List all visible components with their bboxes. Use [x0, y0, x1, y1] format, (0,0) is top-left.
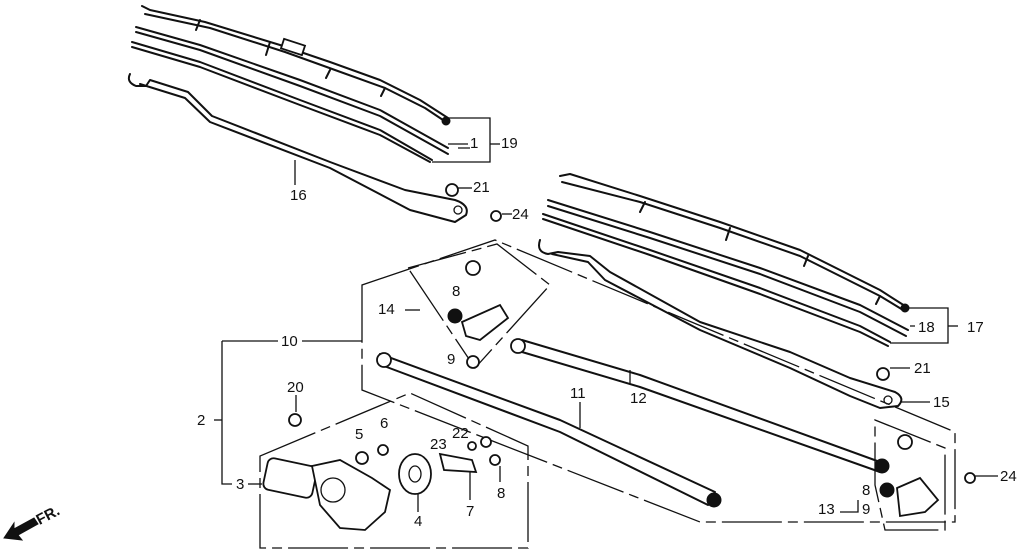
callout-24-right: 24 [1000, 468, 1017, 485]
nut-22 [480, 436, 492, 448]
right-wiper-arm [538, 239, 903, 409]
callout-18: 18 [918, 319, 935, 336]
motor-assembly-outline [259, 392, 529, 549]
left-wiper-arm [127, 73, 468, 223]
nut-9-left [466, 355, 480, 369]
callout-1: 1 [470, 135, 479, 152]
left-wiper-blade [141, 5, 451, 126]
nut-8-motor [489, 454, 501, 466]
link-rod-12 [510, 338, 890, 474]
right-wiper-refill [542, 199, 909, 347]
callout-9-left: 9 [447, 351, 456, 368]
callout-15: 15 [933, 394, 950, 411]
callout-14: 14 [378, 301, 395, 318]
callout-9-right: 9 [862, 501, 871, 518]
washer-23 [467, 441, 477, 451]
callout-7: 7 [466, 503, 475, 520]
callout-17: 17 [967, 319, 984, 336]
link-rod-11 [376, 352, 722, 508]
grommet-4 [398, 453, 432, 495]
arrow-down-left-icon [3, 517, 39, 541]
callout-10: 10 [281, 333, 298, 350]
bolt-6 [377, 444, 389, 456]
cap-21-right [876, 367, 890, 381]
right-pivot-outline [874, 419, 946, 531]
callout-3: 3 [236, 476, 245, 493]
left-pivot-outline [406, 243, 551, 370]
bolt-24-right [964, 472, 976, 484]
callout-19: 19 [501, 135, 518, 152]
callout-21-left: 21 [473, 179, 490, 196]
pivot-bracket-13 [896, 476, 940, 518]
callout-8-motor: 8 [497, 485, 506, 502]
callout-20: 20 [287, 379, 304, 396]
callout-4: 4 [414, 513, 423, 530]
callout-8-right: 8 [862, 482, 871, 499]
callout-21-right: 21 [914, 360, 931, 377]
callout-5: 5 [355, 426, 364, 443]
callout-24-left: 24 [512, 206, 529, 223]
linkage-assembly-outline [361, 239, 956, 523]
bolt-20 [288, 413, 302, 427]
callout-23: 23 [430, 436, 447, 453]
callout-6: 6 [380, 415, 389, 432]
pivot-cap [465, 260, 481, 276]
crank-arm-7 [438, 452, 478, 473]
left-wiper-refill [131, 26, 449, 163]
pivot-cap-right [897, 434, 913, 450]
callout-16: 16 [290, 187, 307, 204]
bolt-24-left [490, 210, 502, 222]
callout-8-left: 8 [452, 283, 461, 300]
callout-12: 12 [630, 390, 647, 407]
callout-22: 22 [452, 425, 469, 442]
callout-13: 13 [818, 501, 835, 518]
callout-2: 2 [197, 412, 206, 429]
cap-21-left [445, 183, 459, 197]
wiper-motor [262, 457, 392, 531]
nut-8-left [447, 308, 463, 324]
callout-11: 11 [570, 385, 586, 402]
bushing-5 [355, 451, 369, 465]
pivot-bracket-14 [460, 303, 510, 341]
right-wiper-blade [559, 173, 910, 313]
nut-8-right [879, 482, 895, 498]
